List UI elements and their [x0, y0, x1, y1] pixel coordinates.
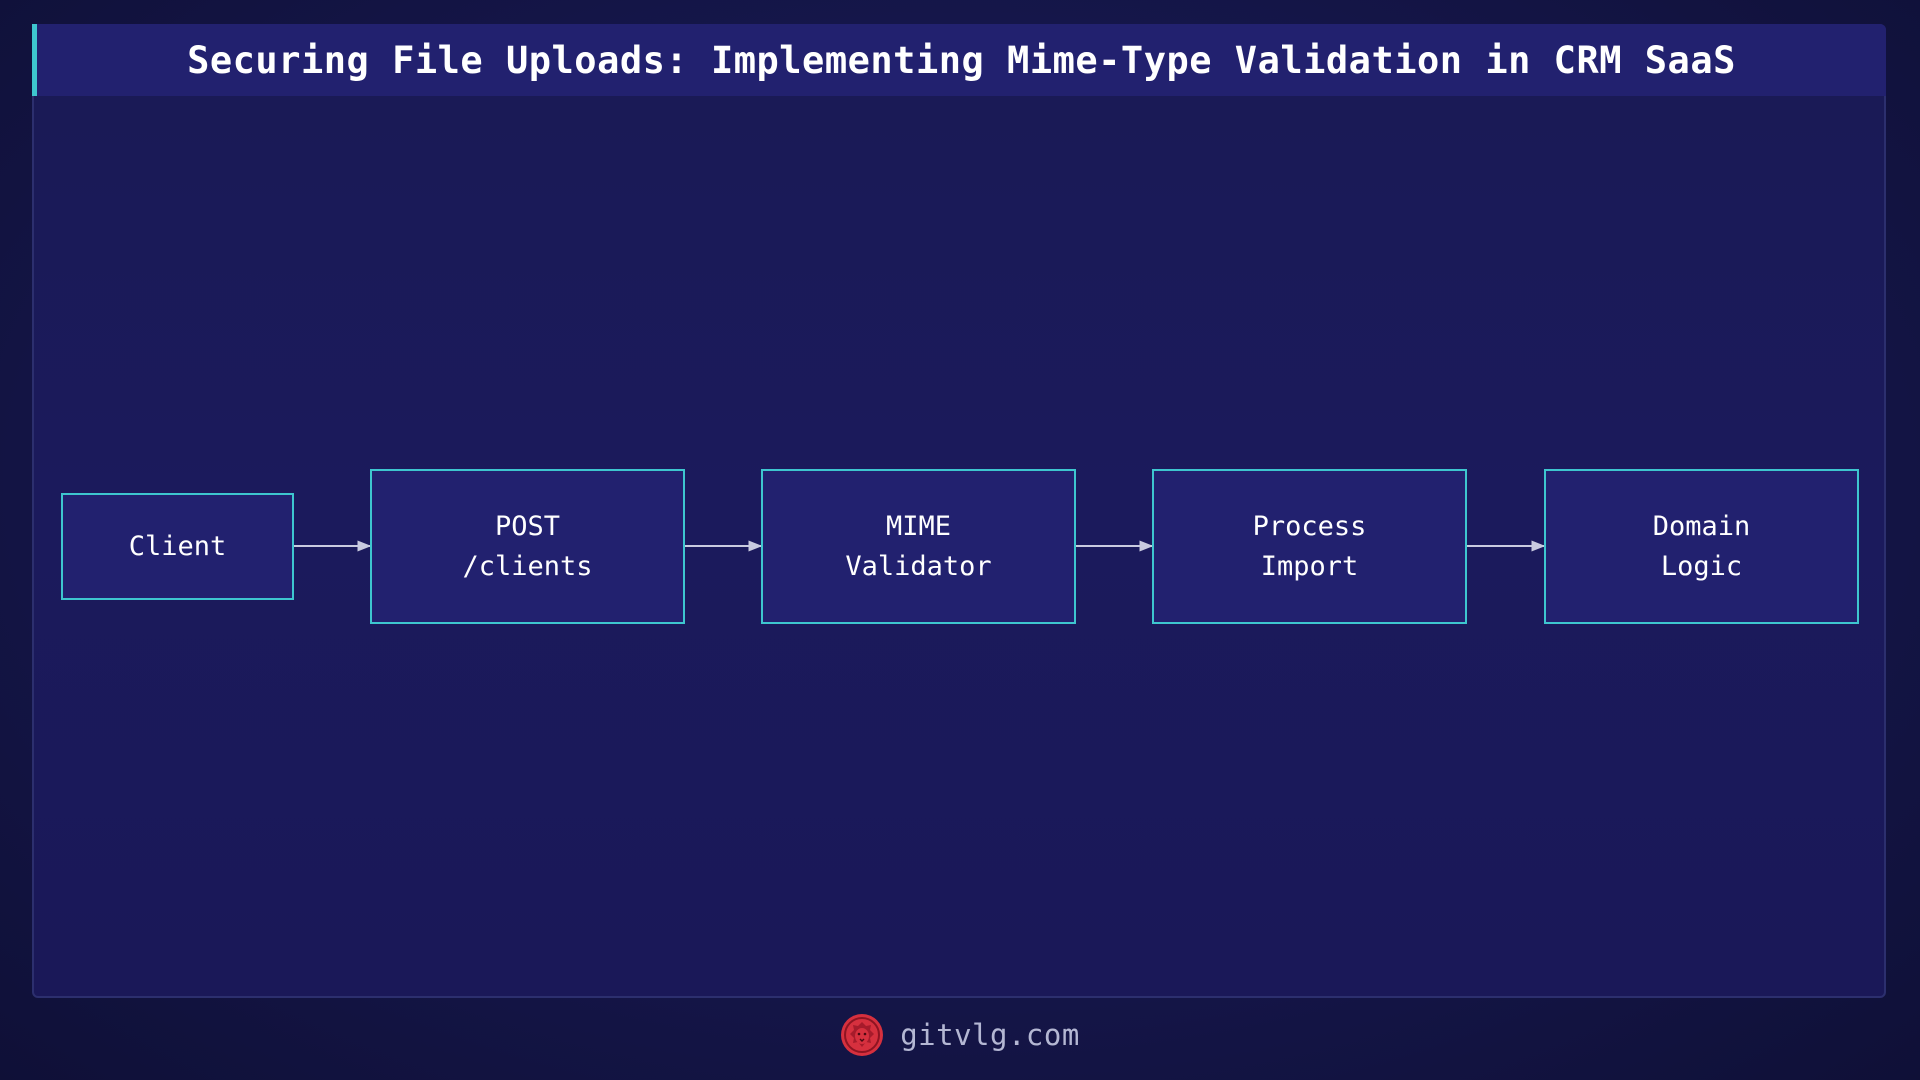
title-bar: Securing File Uploads: Implementing Mime… [32, 24, 1886, 96]
footer-site-link[interactable]: gitvlg.com [900, 1018, 1080, 1052]
node-mime-validator: MIME Validator [761, 469, 1076, 624]
node-domain-logic: Domain Logic [1544, 469, 1859, 624]
node-client: Client [61, 493, 294, 600]
page-title: Securing File Uploads: Implementing Mime… [187, 38, 1736, 82]
footer: gitvlg.com [0, 1010, 1920, 1060]
node-post-clients: POST /clients [370, 469, 685, 624]
node-process-import: Process Import [1152, 469, 1467, 624]
lion-head-icon [841, 1014, 884, 1056]
